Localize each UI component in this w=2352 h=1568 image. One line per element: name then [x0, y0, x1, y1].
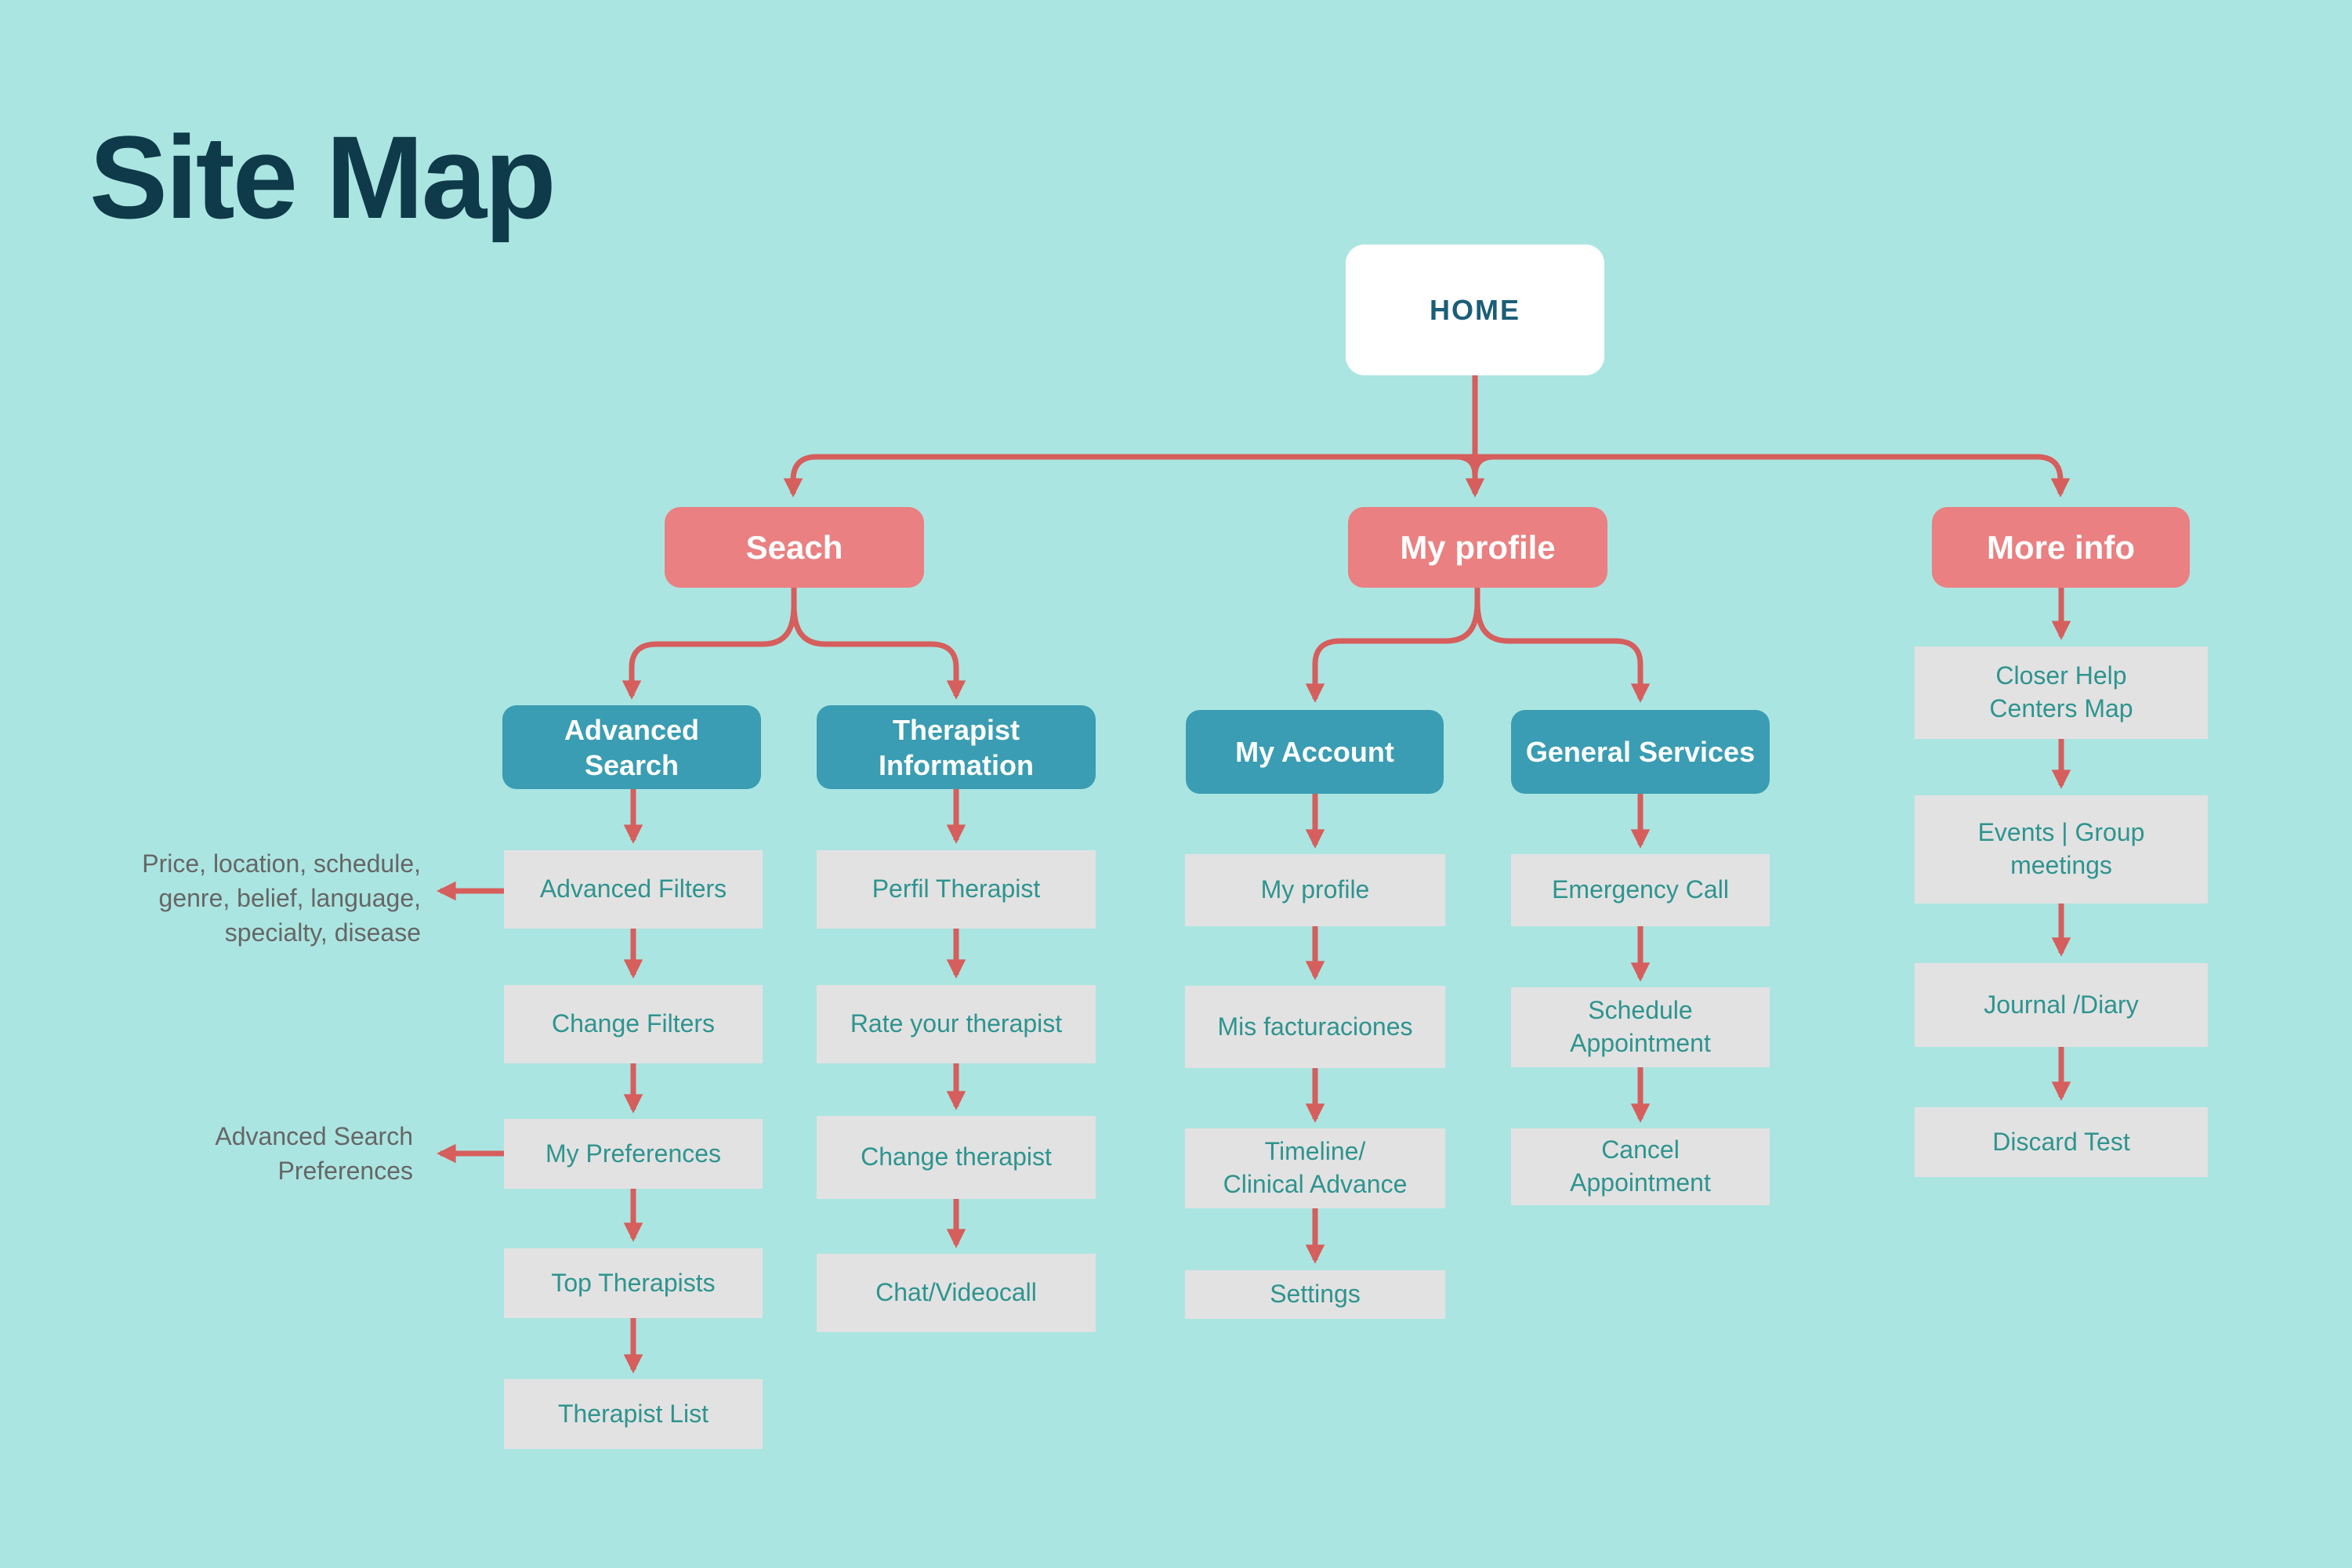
node-perfil-therapist: Perfil Therapist: [817, 850, 1096, 929]
node-general-services: General Services: [1511, 710, 1770, 794]
node-therapist-information: Therapist Information: [817, 705, 1096, 789]
node-advanced-search: Advanced Search: [502, 705, 761, 789]
annotation-advanced-filters: Price, location, schedule, genre, belief…: [142, 849, 421, 947]
junction-fillets: [1455, 454, 1495, 476]
node-my-profile: My profile: [1348, 507, 1607, 588]
node-change-therapist: Change therapist: [817, 1116, 1096, 1199]
node-my-account: My Account: [1186, 710, 1444, 794]
node-timeline-clinical-advance: Timeline/ Clinical Advance: [1185, 1128, 1445, 1208]
node-mis-facturaciones: Mis facturaciones: [1185, 986, 1445, 1068]
arrow-my-profile-to-my-account: [1305, 585, 1480, 703]
arrow-home-to-more-info: [1475, 454, 2071, 498]
annotation-my-preferences: Advanced Search Preferences: [215, 1122, 413, 1185]
node-home: HOME: [1346, 244, 1604, 375]
node-cancel-appointment: Cancel Appointment: [1511, 1128, 1770, 1205]
node-emergency-call: Emergency Call: [1511, 854, 1770, 926]
node-my-preferences: My Preferences: [504, 1119, 763, 1189]
node-top-therapists: Top Therapists: [504, 1248, 763, 1318]
node-events-group-meetings: Events | Group meetings: [1915, 795, 2208, 904]
node-change-filters: Change Filters: [504, 985, 763, 1063]
arrow-search-to-advanced-search: [622, 588, 797, 700]
node-rate-your-therapist: Rate your therapist: [817, 985, 1096, 1063]
node-therapist-list: Therapist List: [504, 1379, 763, 1449]
arrow-search-to-therapist-information: [791, 588, 966, 700]
node-chat-videocall: Chat/Videocall: [817, 1254, 1096, 1332]
node-journal-diary: Journal /Diary: [1915, 963, 2208, 1047]
node-closer-help-centers-map: Closer Help Centers Map: [1915, 646, 2208, 739]
node-search: Seach: [665, 507, 924, 588]
node-my-profile-page: My profile: [1185, 854, 1445, 926]
arrow-home-to-search: [783, 454, 1475, 498]
node-advanced-filters: Advanced Filters: [504, 850, 763, 929]
node-more-info: More info: [1932, 507, 2190, 588]
arrow-my-profile-to-general-services: [1474, 585, 1651, 703]
node-schedule-appointment: Schedule Appointment: [1511, 987, 1770, 1067]
node-discard-test: Discard Test: [1915, 1107, 2208, 1177]
page-title: Site Map: [89, 111, 556, 243]
arrow-group: [437, 375, 2071, 1374]
node-settings: Settings: [1185, 1270, 1445, 1319]
